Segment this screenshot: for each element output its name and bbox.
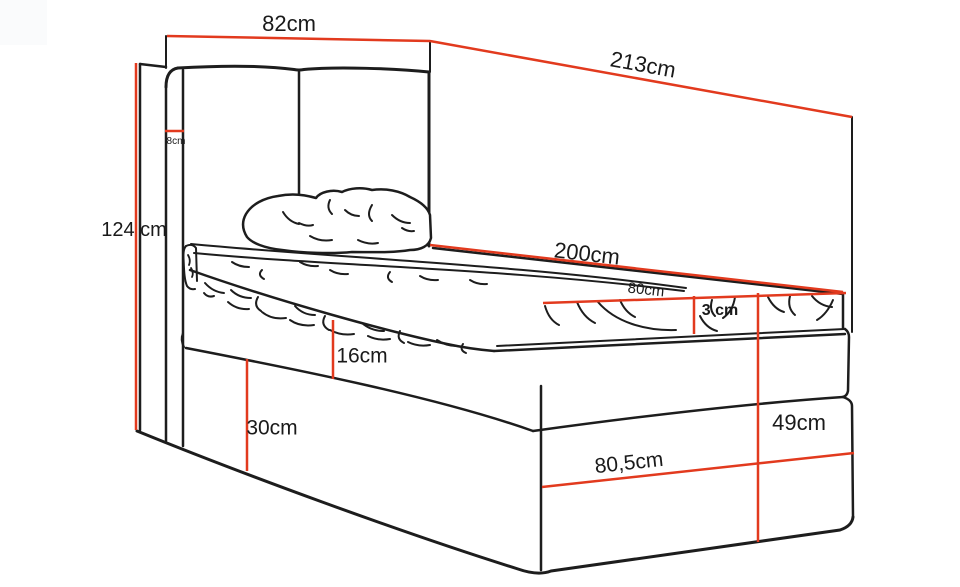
- dim-label-top-width: 82cm: [262, 11, 316, 36]
- dim-line-213cm: [429, 39, 853, 119]
- mattress-foot-top-line: [496, 328, 846, 347]
- base-midline-front: [184, 346, 535, 433]
- bed-outline: [135, 35, 855, 575]
- headboard-corner: [164, 66, 180, 89]
- mattress-foot-bottom-line: [492, 332, 847, 353]
- mattress-left-cap-creases: [187, 254, 194, 278]
- dim-label-foot-height: 49cm: [772, 410, 826, 435]
- dim-label-lower-base-height: 30cm: [246, 416, 298, 440]
- pillow-creases: [282, 199, 415, 245]
- pillow: [241, 187, 433, 255]
- dimension-lines: [134, 34, 855, 542]
- mattress-sheet-line-1: [190, 243, 687, 289]
- dim-line-82cm: [166, 34, 431, 43]
- base-lower-right-edge: [841, 395, 855, 519]
- base-left-end: [180, 332, 185, 348]
- base-upper-right-edge: [841, 327, 851, 399]
- mattress-back-edge: [431, 246, 845, 296]
- dim-line-80-5cm: [541, 451, 855, 489]
- mattress-bottom-edge: [188, 268, 496, 353]
- dim-label-post-width: 8cm: [166, 136, 186, 147]
- headboard-top-edge: [176, 64, 431, 74]
- mattress-sheet-line-2: [193, 252, 685, 292]
- base-midline-foot: [531, 395, 845, 433]
- base-bottom-edge: [135, 429, 855, 575]
- side-panel-top: [138, 62, 168, 69]
- dim-label-mattress-width: 80cm: [626, 279, 666, 301]
- dim-label-upper-base-height: 16cm: [336, 344, 388, 368]
- dim-line-200cm: [429, 243, 844, 294]
- mattress-quilting: [203, 282, 467, 354]
- mattress-left-cap-edge: [185, 243, 198, 282]
- corner-tint: [0, 0, 47, 45]
- mattress-foot-quilting: [544, 295, 834, 332]
- mattress-left-cap: [182, 245, 196, 291]
- dim-label-topper-height: 3 cm: [701, 302, 739, 319]
- dim-label-headboard-height: 124 cm: [101, 219, 167, 241]
- mattress-top-creases: [231, 261, 488, 286]
